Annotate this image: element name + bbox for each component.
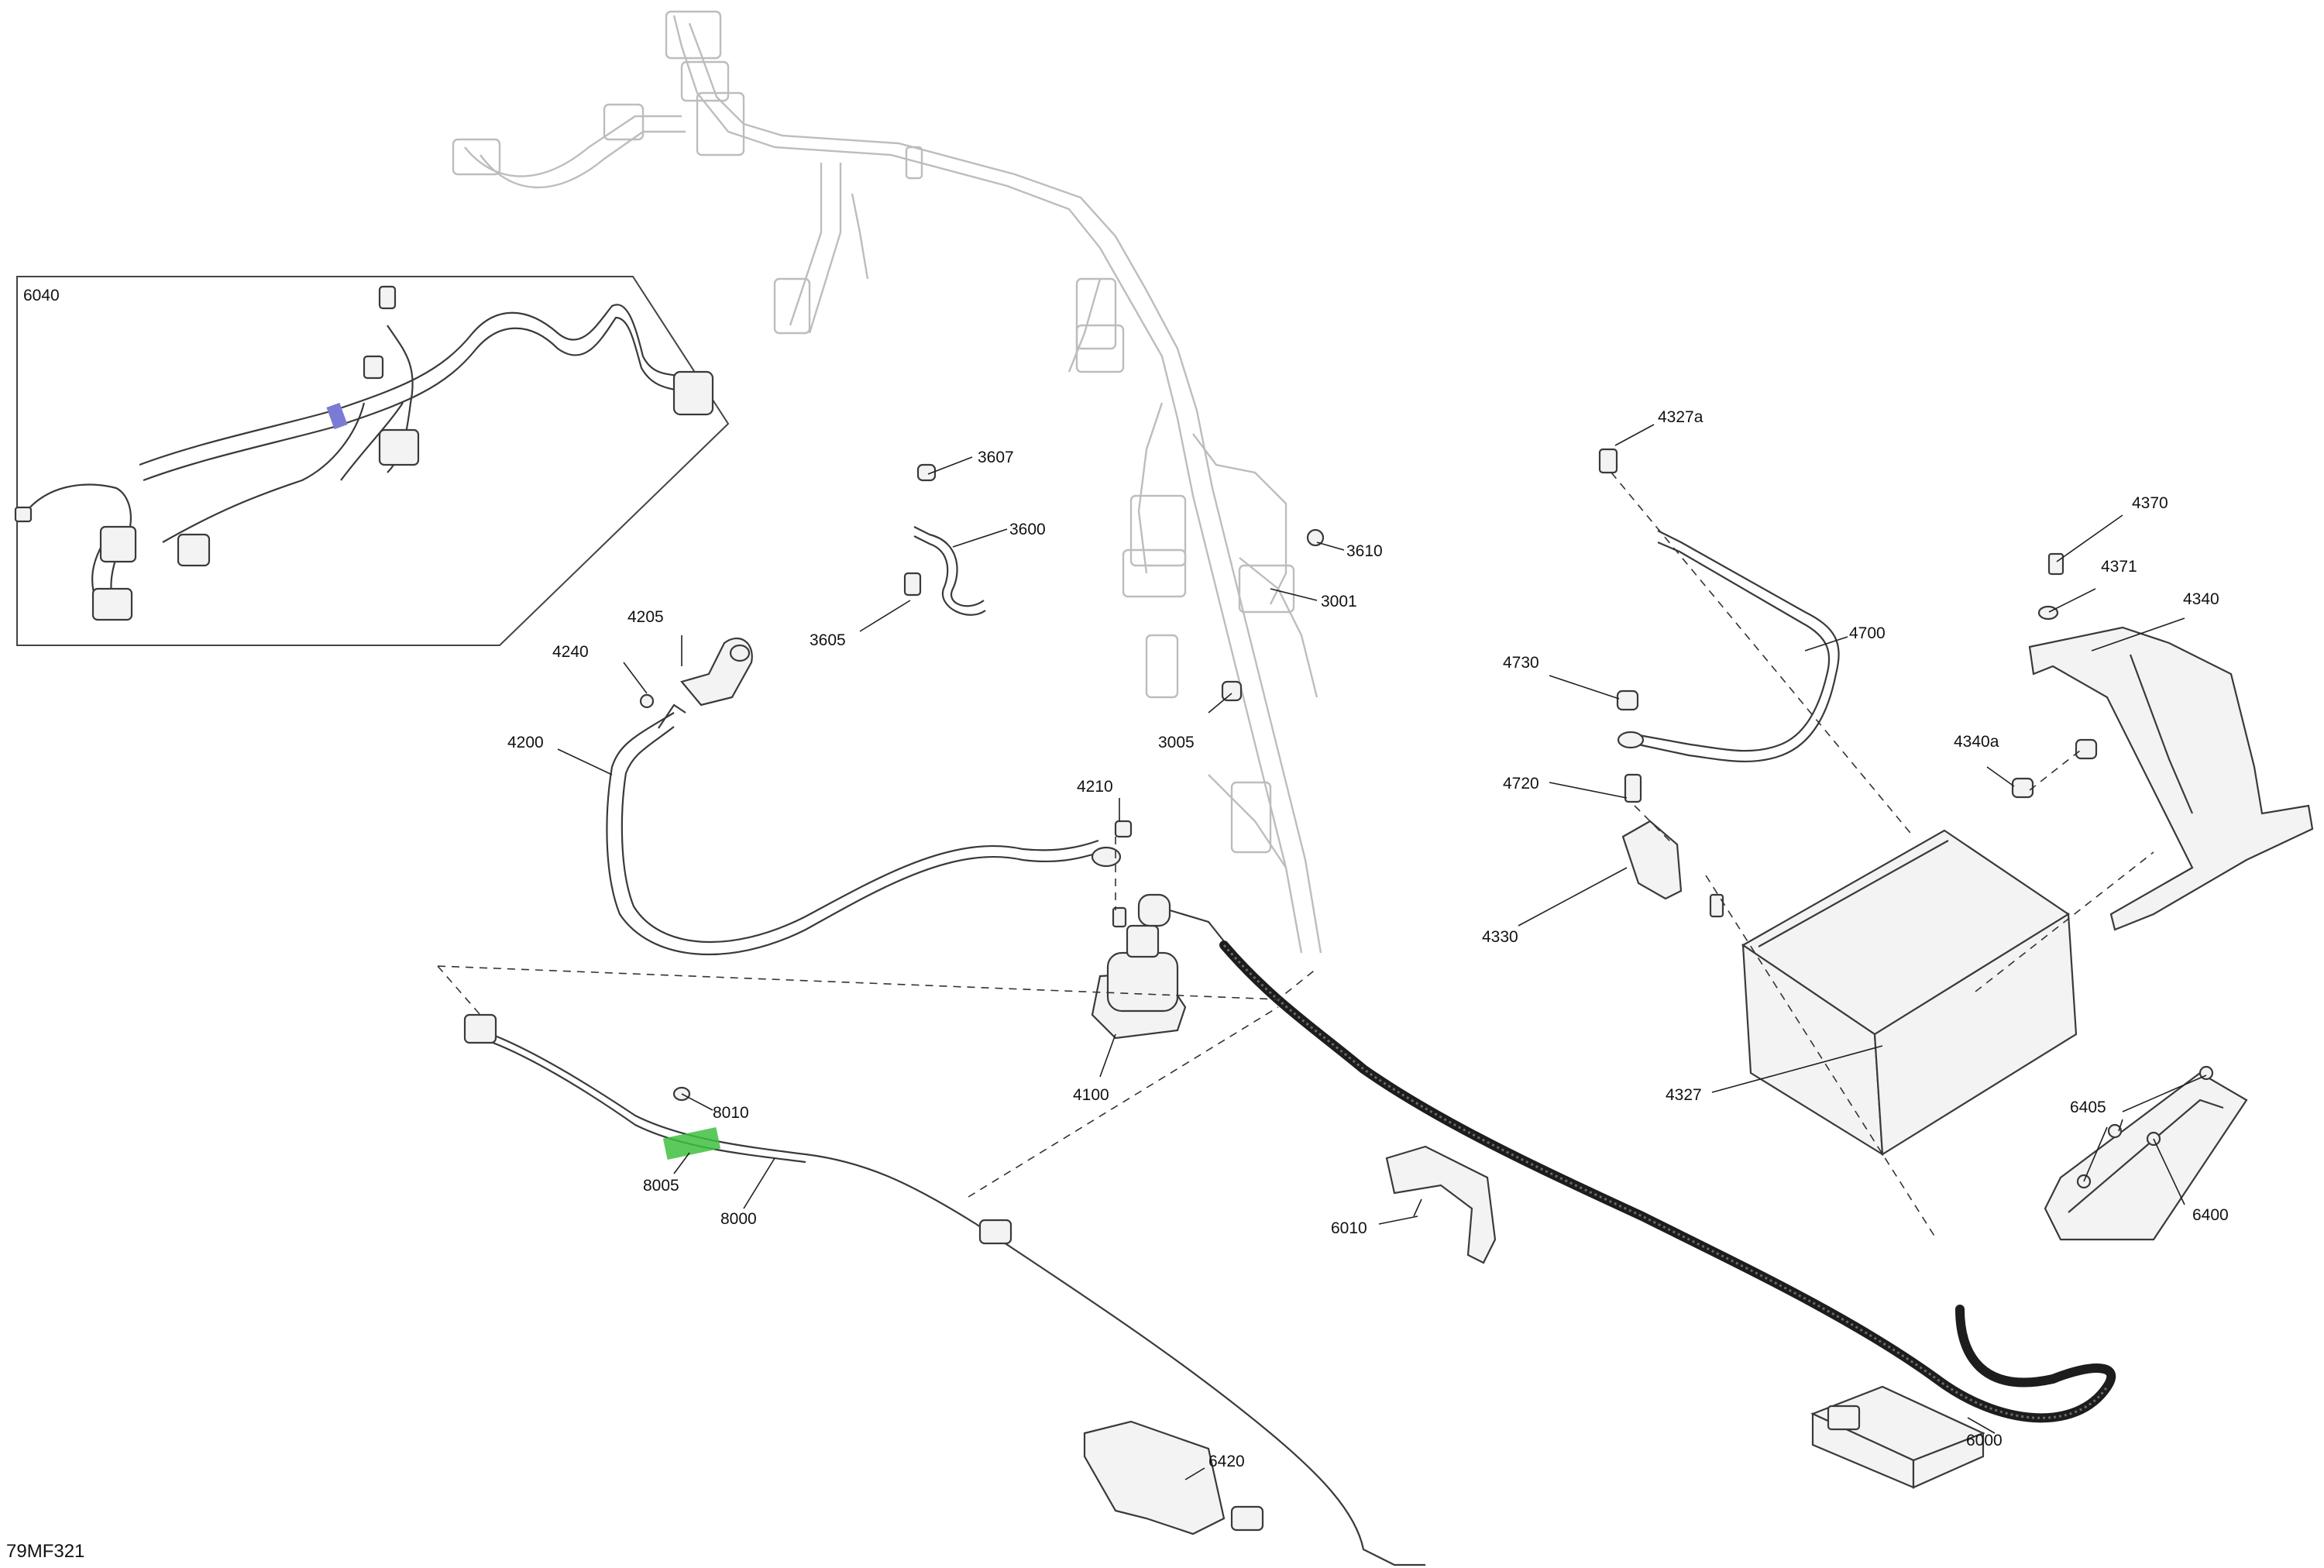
- callout-4730: 4730: [1503, 654, 1539, 672]
- callout-8000: 8000: [720, 1210, 757, 1228]
- callout-3001: 3001: [1321, 593, 1357, 610]
- battery-bracket-4340: [2011, 552, 2314, 931]
- callout-3605: 3605: [810, 631, 846, 649]
- bolt-small: [1709, 893, 1724, 918]
- callout-8010: 8010: [713, 1104, 749, 1122]
- callout-6420: 6420: [1208, 1453, 1245, 1470]
- callout-3005: 3005: [1158, 734, 1195, 751]
- black-conduit-harness: [1219, 940, 2116, 1423]
- battery-4327: [1741, 829, 2078, 1157]
- highlight-band-6040: [326, 402, 348, 430]
- battery-strap-4700: [1617, 530, 1840, 762]
- callout-4210: 4210: [1077, 778, 1113, 796]
- main-wiring-harness-ghost: [452, 10, 1322, 954]
- terminal-cover-4205: [680, 638, 753, 707]
- terminal-boot-4330: [1621, 820, 1683, 900]
- module-6000: [1810, 1385, 1985, 1489]
- callout-4340a: 4340a: [1954, 733, 1999, 751]
- battery-cable-4200: [606, 703, 1122, 956]
- callout-leaders: [557, 424, 2207, 1480]
- starter-solenoid-4100: [1091, 820, 1225, 1040]
- callout-4205: 4205: [627, 608, 664, 626]
- nut-3005: [1221, 680, 1243, 702]
- drawing-code: 79MF321: [6, 1541, 84, 1562]
- nut-4240: [639, 693, 655, 709]
- nut-4730: [1616, 689, 1639, 711]
- callout-3607: 3607: [978, 449, 1014, 466]
- callout-4327a: 4327a: [1658, 408, 1703, 426]
- heat-shield-6400: [2044, 1065, 2248, 1241]
- callout-4340: 4340: [2183, 590, 2219, 608]
- callout-6000: 6000: [1966, 1432, 2003, 1449]
- callout-4700: 4700: [1849, 624, 1886, 642]
- callout-4371: 4371: [2101, 558, 2137, 576]
- callout-4327: 4327: [1666, 1086, 1702, 1104]
- bracket-6420: [1083, 1420, 1226, 1535]
- clip-8005-highlight: [662, 1127, 721, 1160]
- callout-6010: 6010: [1331, 1219, 1367, 1237]
- callout-8005: 8005: [643, 1177, 679, 1195]
- callout-4720: 4720: [1503, 775, 1539, 793]
- callout-4100: 4100: [1073, 1086, 1109, 1104]
- callout-3610: 3610: [1346, 542, 1383, 560]
- callout-4370: 4370: [2132, 494, 2168, 512]
- callout-4200: 4200: [507, 734, 544, 751]
- bolt-4327a: [1598, 448, 1618, 474]
- sensor-harness-8000: [463, 1013, 1425, 1566]
- bracket-6010: [1385, 1145, 1497, 1264]
- callout-labels: 3607 3600 3605 3610 3001 3005 4205 4240 …: [507, 408, 2229, 1470]
- inset-6040: 6040: [14, 276, 730, 646]
- alignment-lines: [437, 472, 2154, 1240]
- harness-6040: [14, 285, 714, 621]
- callout-4330: 4330: [1482, 928, 1518, 946]
- callout-6040: 6040: [23, 287, 60, 304]
- callout-6400: 6400: [2192, 1206, 2229, 1224]
- bolt-4720: [1624, 773, 1642, 803]
- callout-4240: 4240: [552, 643, 589, 661]
- callout-3600: 3600: [1009, 521, 1046, 538]
- callout-6405: 6405: [2070, 1099, 2106, 1116]
- ground-cable-3600: [903, 463, 1325, 616]
